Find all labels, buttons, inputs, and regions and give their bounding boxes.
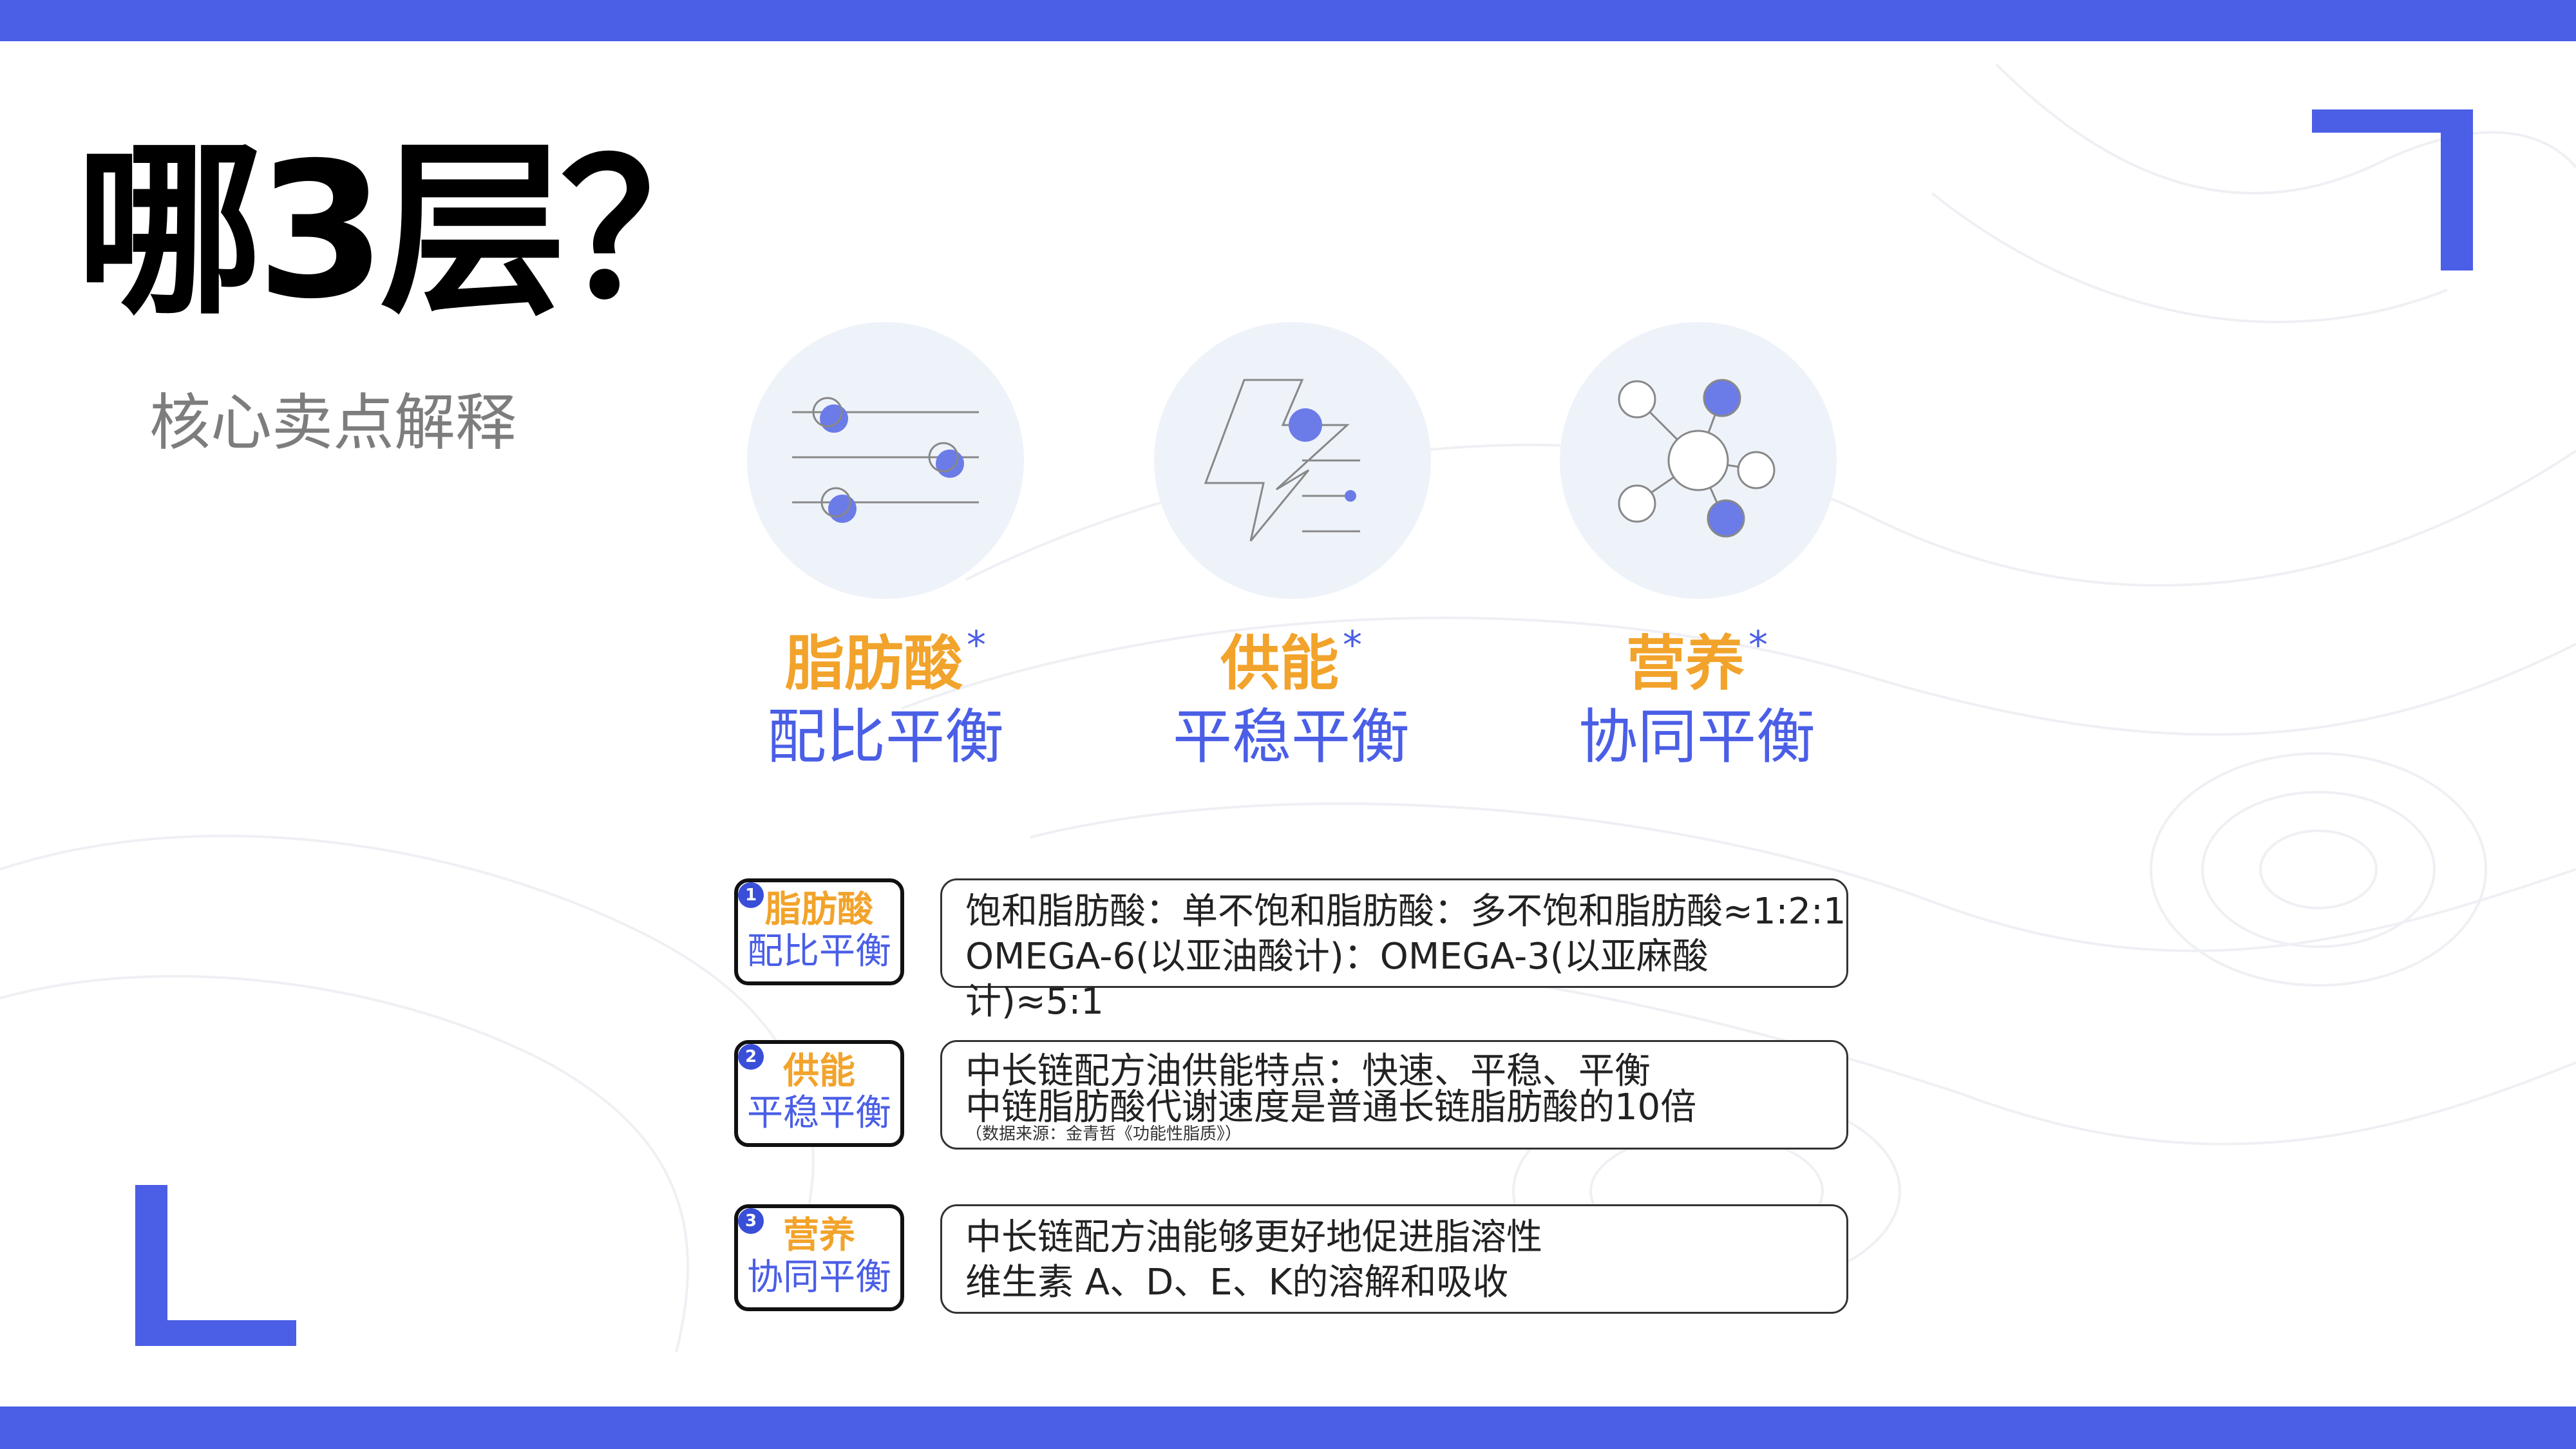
column-1-title: 脂肪酸 [784, 629, 963, 698]
column-3-star: * [1748, 623, 1768, 668]
row-1-number-badge: 1 [738, 882, 764, 908]
row-2-tag: 2 供能 平稳平衡 [734, 1040, 904, 1147]
row-1-line-1: 饱和脂肪酸：单不饱和脂肪酸：多不饱和脂肪酸≈1:2:1 [965, 891, 1846, 933]
column-3-heading: 营养* 协同平衡 [1504, 626, 1890, 772]
sliders-icon [792, 397, 979, 523]
column-2-heading: 供能* 平稳平衡 [1098, 626, 1484, 772]
row-2-tag-bottom: 平稳平衡 [747, 1092, 891, 1134]
row-3-tag: 3 营养 协同平衡 [734, 1204, 904, 1311]
column-3-title: 营养 [1625, 629, 1745, 698]
row-2-description: 中长链配方油供能特点：快速、平稳、平衡 中链脂肪酸代谢速度是普通长链脂肪酸的10… [940, 1040, 1848, 1150]
row-2-tag-top: 供能 [783, 1050, 855, 1092]
column-2-title: 供能 [1220, 629, 1339, 698]
row-3-number-badge: 3 [738, 1208, 764, 1234]
row-1-tag: 1 脂肪酸 配比平衡 [734, 878, 904, 985]
row-2-line-1: 中长链配方油供能特点：快速、平稳、平衡 [965, 1050, 1651, 1092]
row-1-line-2: OMEGA-6(以亚油酸计)：OMEGA-3(以亚麻酸计)≈5:1 [965, 936, 1709, 1023]
column-3-subtitle: 协同平衡 [1578, 703, 1815, 772]
bottom-accent-bar [0, 1406, 2576, 1449]
row-3-tag-bottom: 协同平衡 [747, 1256, 891, 1298]
row-1-tag-bottom: 配比平衡 [747, 930, 891, 972]
row-3-line-1: 中长链配方油能够更好地促进脂溶性 [965, 1217, 1542, 1258]
top-accent-bar [0, 0, 2576, 41]
row-3-description: 中长链配方油能够更好地促进脂溶性 维生素 A、D、E、K的溶解和吸收 [940, 1204, 1848, 1314]
sliders-icon-circle [747, 322, 1024, 599]
row-2-source-note: （数据来源：金青哲《功能性脂质》） [965, 1124, 1242, 1144]
column-1-star: * [967, 623, 986, 668]
column-1-subtitle: 配比平衡 [766, 703, 1004, 772]
row-2-line-2: 中链脂肪酸代谢速度是普通长链脂肪酸的10倍 [965, 1086, 1697, 1128]
column-2-star: * [1343, 623, 1362, 668]
row-1-description: 饱和脂肪酸：单不饱和脂肪酸：多不饱和脂肪酸≈1:2:1 OMEGA-6(以亚油酸… [940, 878, 1848, 1023]
molecule-icon-circle [1560, 322, 1837, 599]
row-1-tag-top: 脂肪酸 [765, 889, 873, 931]
column-2-subtitle: 平稳平衡 [1172, 703, 1410, 772]
corner-bracket-bottom-left-v [135, 1185, 167, 1346]
corner-bracket-top-right-v [2441, 109, 2473, 270]
corner-bracket-bottom-left-h [135, 1320, 296, 1346]
page-title: 哪3层？ [76, 123, 747, 340]
page-subtitle: 核心卖点解释 [149, 388, 517, 459]
column-1-heading: 脂肪酸* 配比平衡 [692, 626, 1079, 772]
row-3-line-2: 维生素 A、D、E、K的溶解和吸收 [965, 1262, 1509, 1303]
molecule-icon [1618, 379, 1776, 538]
row-3-tag-top: 营养 [783, 1215, 855, 1256]
lightning-icon-circle [1154, 322, 1431, 599]
lightning-icon [1204, 379, 1360, 542]
row-2-number-badge: 2 [738, 1044, 764, 1070]
